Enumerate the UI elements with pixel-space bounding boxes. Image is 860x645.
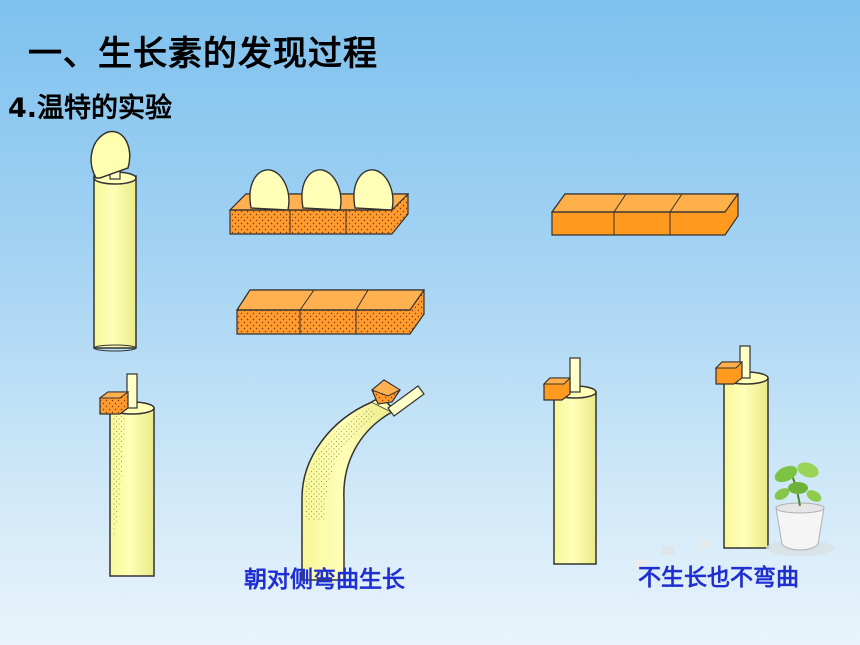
coleoptile-treated-agar-side: [98, 373, 155, 577]
cut-tip-icon: [90, 130, 131, 179]
pebbles-icon: [634, 540, 710, 570]
agar-with-tips: [228, 169, 410, 235]
coleoptile-bent: [301, 379, 425, 581]
tip-icon: [301, 169, 342, 211]
tip-icon: [249, 169, 290, 211]
agar-blank: [550, 193, 740, 236]
caption-bend-toward-opposite: 朝对侧弯曲生长: [244, 567, 405, 593]
experiment-subtitle: 4.温特的实验: [8, 93, 173, 124]
caption-no-growth-no-bend: 不生长也不弯曲: [638, 565, 799, 591]
agar-treated: [235, 289, 426, 335]
coleoptile-decapitated: [90, 130, 137, 352]
tip-icon: [353, 169, 394, 211]
coleoptile-blank-agar-side: [542, 357, 597, 565]
potted-plant-icon: [766, 462, 834, 556]
slide-title: 一、生长素的发现过程: [28, 34, 378, 74]
coleoptile-blank-agar-top: [714, 345, 769, 549]
